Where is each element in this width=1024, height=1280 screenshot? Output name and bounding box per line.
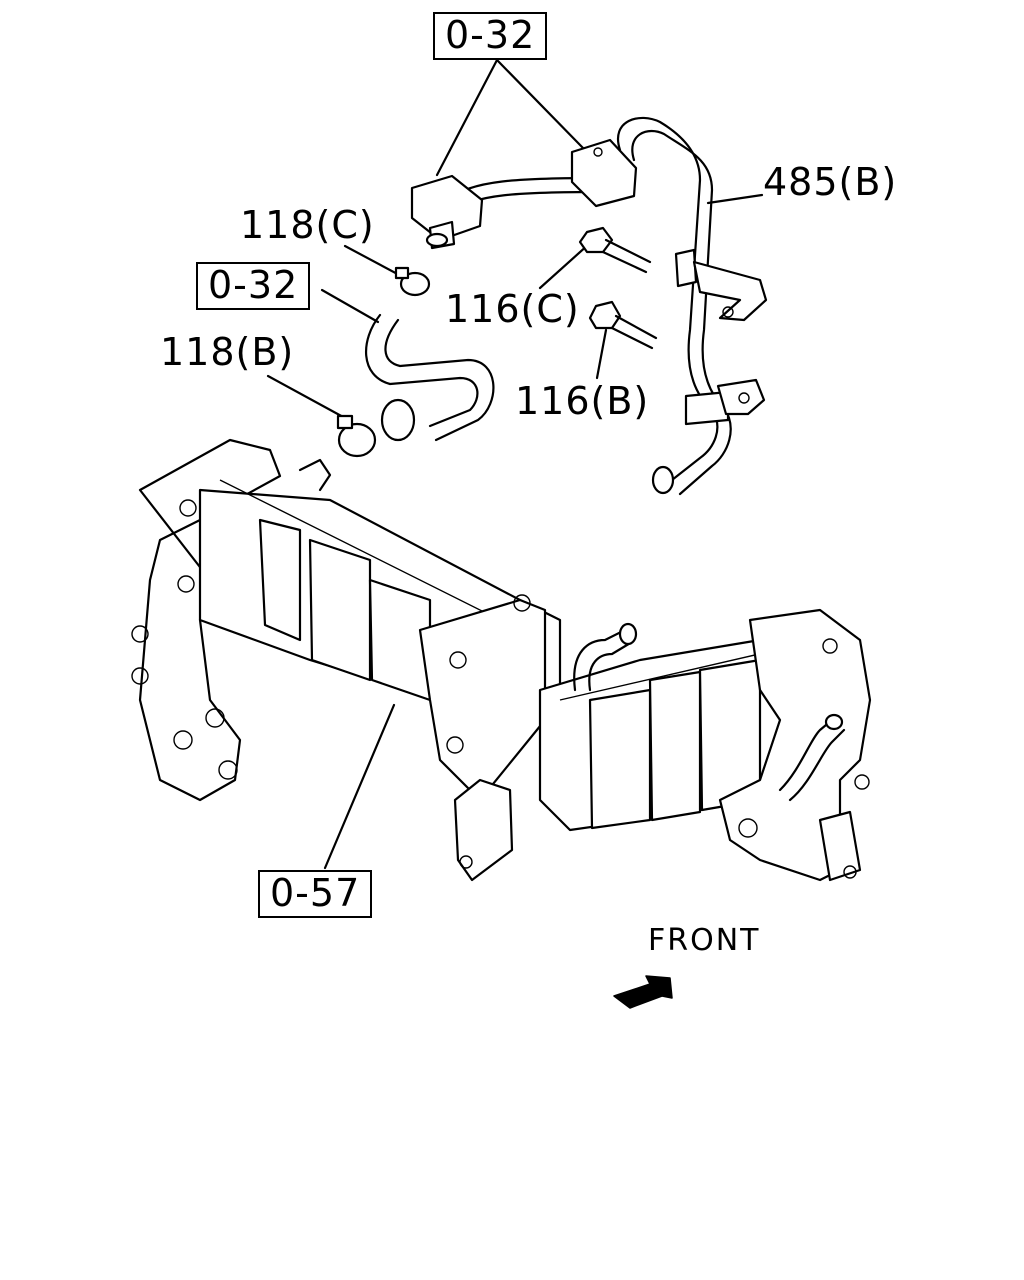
front-arrow-icon	[613, 975, 673, 1009]
egr-cooler	[131, 438, 872, 882]
leader-lines	[266, 58, 764, 870]
label-118c[interactable]: 118(C)	[240, 203, 375, 247]
hose-clamps	[336, 266, 431, 458]
label-118b[interactable]: 118(B)	[160, 330, 295, 374]
callout-0-32-left[interactable]: 0-32	[196, 262, 311, 310]
upper-water-pipe	[410, 138, 638, 250]
callout-0-32-top[interactable]: 0-32	[433, 12, 548, 60]
label-116c[interactable]: 116(C)	[445, 287, 580, 331]
label-116b[interactable]: 116(B)	[515, 379, 650, 423]
bolts	[578, 226, 658, 350]
front-label: FRONT	[648, 923, 761, 958]
rubber-hose	[365, 313, 495, 442]
callout-0-57[interactable]: 0-57	[258, 870, 373, 918]
pipe-485b	[617, 116, 768, 496]
label-485b[interactable]: 485(B)	[763, 160, 898, 204]
